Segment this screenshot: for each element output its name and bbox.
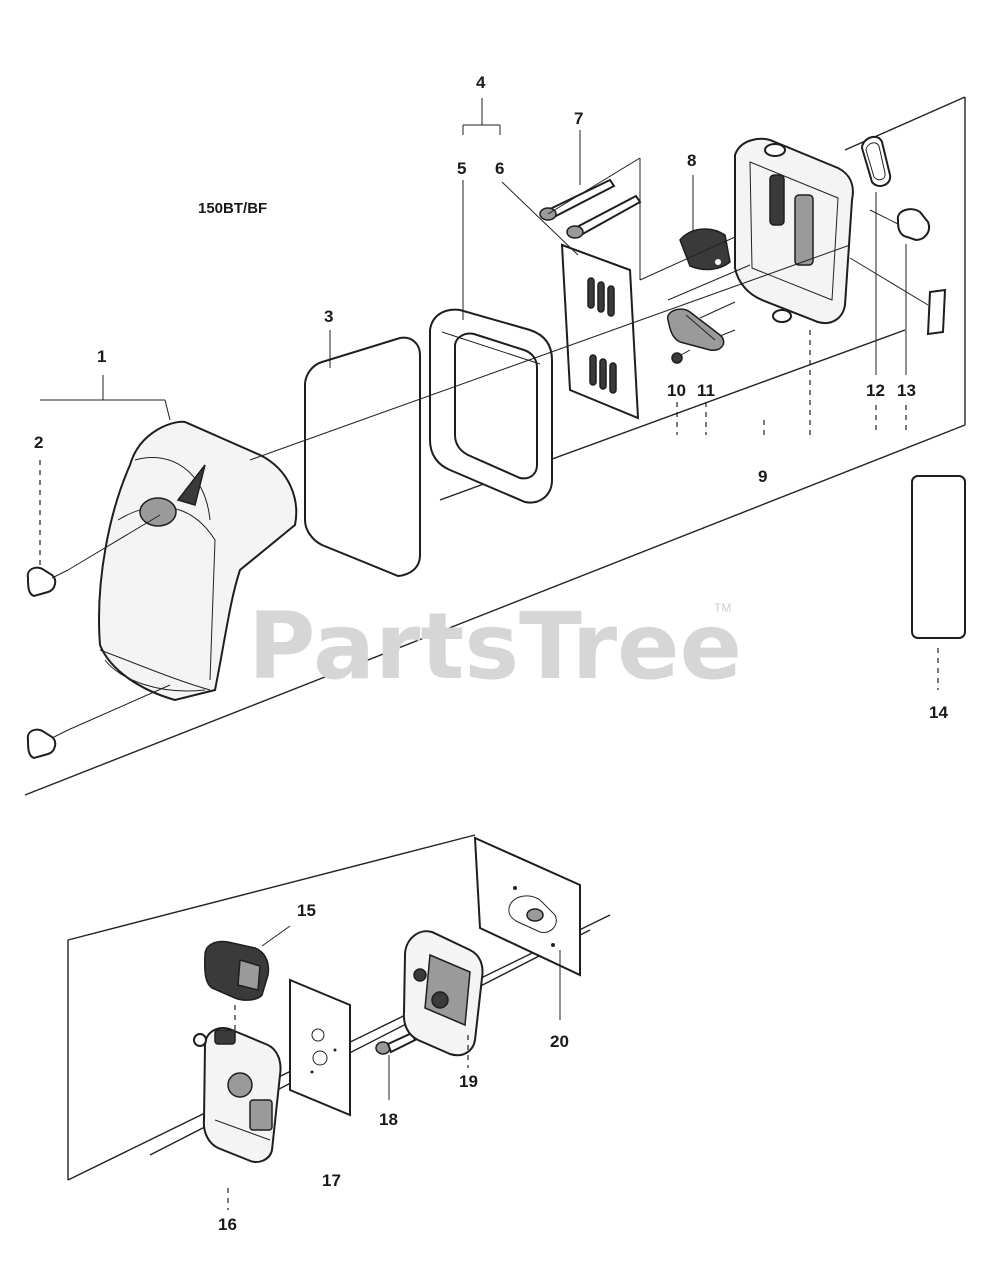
callout-7[interactable]: 7 — [574, 109, 583, 128]
choke-plate[interactable] — [679, 228, 731, 271]
watermark-text: PartsTree — [248, 593, 742, 700]
callout-13[interactable]: 13 — [897, 381, 916, 400]
cover-knob-upper[interactable] — [26, 566, 69, 598]
upper-leaders — [39, 98, 939, 690]
callout-15[interactable]: 15 — [297, 901, 316, 920]
callout-3[interactable]: 3 — [324, 307, 333, 326]
callout-20[interactable]: 20 — [550, 1032, 569, 1051]
callout-12[interactable]: 12 — [866, 381, 885, 400]
callout-4[interactable]: 4 — [476, 73, 486, 92]
intake-manifold[interactable] — [402, 930, 484, 1057]
air-filter-base[interactable] — [734, 137, 854, 324]
decal-label[interactable] — [911, 475, 966, 639]
callout-6[interactable]: 6 — [495, 159, 504, 178]
callout-16[interactable]: 16 — [218, 1215, 237, 1234]
insulator-gasket[interactable] — [473, 836, 581, 977]
long-screws[interactable] — [539, 178, 642, 239]
callout-labels: 1 2 3 4 5 6 7 8 9 10 11 12 13 14 15 16 1… — [34, 73, 948, 1234]
carburetor[interactable] — [193, 1027, 282, 1163]
callout-8[interactable]: 8 — [687, 151, 696, 170]
cover-knob-lower[interactable] — [26, 728, 69, 760]
callout-11[interactable]: 11 — [697, 381, 715, 400]
callout-14[interactable]: 14 — [929, 703, 948, 722]
callout-5[interactable]: 5 — [457, 159, 466, 178]
choke-lever[interactable] — [666, 308, 725, 351]
callout-17[interactable]: 17 — [322, 1171, 341, 1190]
intake-bolt[interactable] — [375, 1031, 417, 1055]
foam-filter[interactable] — [304, 336, 421, 578]
filter-screen[interactable] — [560, 243, 640, 420]
air-filter-cover[interactable] — [98, 420, 298, 702]
model-label: 150BT/BF — [198, 200, 267, 217]
watermark: PartsTree TM — [248, 593, 742, 700]
filter-frame[interactable] — [429, 308, 553, 504]
small-gasket[interactable] — [849, 257, 947, 336]
o-ring[interactable] — [860, 135, 892, 187]
callout-1[interactable]: 1 — [97, 347, 106, 366]
callout-2[interactable]: 2 — [34, 433, 43, 452]
callout-19[interactable]: 19 — [459, 1072, 478, 1091]
callout-10[interactable]: 10 — [667, 381, 686, 400]
base-knob[interactable] — [869, 208, 930, 242]
carburetor-gasket[interactable] — [289, 978, 351, 1117]
carburetor-cover[interactable] — [204, 925, 291, 1001]
small-screw[interactable] — [671, 349, 691, 364]
callout-18[interactable]: 18 — [379, 1110, 398, 1129]
callout-9[interactable]: 9 — [758, 467, 767, 486]
watermark-trademark: TM — [714, 601, 731, 615]
